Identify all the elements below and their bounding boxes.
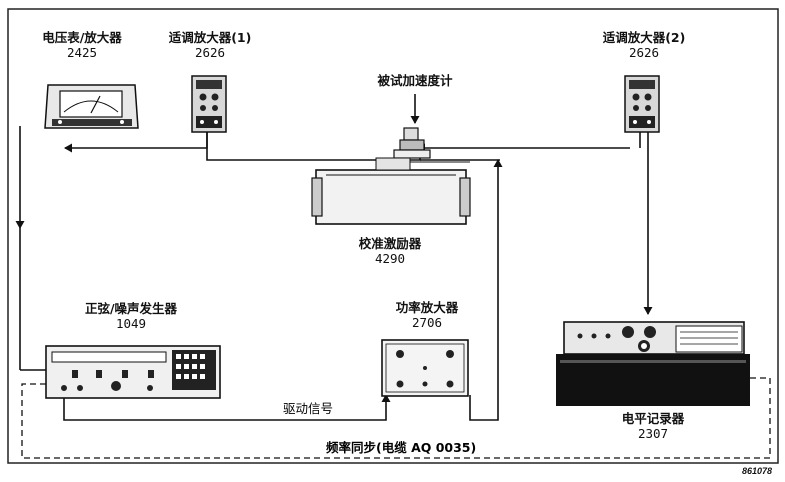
voltmeter-name: 电压表/放大器: [42, 30, 122, 45]
conditioning-amp-1-device: [191, 75, 227, 133]
accelerometer-label: 被试加速度计: [362, 73, 468, 88]
amp2-label: 适调放大器(2) 2626: [584, 30, 704, 60]
amp2-name: 适调放大器(2): [602, 30, 686, 45]
power-amp-model: 2706: [411, 315, 443, 330]
accelerometer-name: 被试加速度计: [377, 73, 453, 88]
calibration-exciter-device: [311, 127, 471, 225]
recorder-label: 电平记录器 2307: [598, 411, 708, 441]
recorder-model: 2307: [637, 426, 669, 441]
exciter-label: 校准激励器 4290: [330, 236, 450, 266]
generator-model: 1049: [115, 316, 147, 331]
power-amp-name: 功率放大器: [395, 300, 459, 315]
conditioning-amp-2-device: [624, 75, 660, 133]
exciter-name: 校准激励器: [358, 236, 422, 251]
voltmeter-label: 电压表/放大器 2425: [28, 30, 136, 60]
voltmeter-device: [44, 84, 139, 129]
sync-cable-label: 频率同步(电缆 AQ 0035): [326, 440, 476, 455]
exciter-model: 4290: [374, 251, 406, 266]
figure-code: 861078: [742, 466, 773, 476]
outer-frame: [7, 8, 779, 464]
recorder-name: 电平记录器: [621, 411, 685, 426]
signal-generator-device: [45, 345, 221, 399]
amp2-model: 2626: [628, 45, 660, 60]
amp1-label: 适调放大器(1) 2626: [150, 30, 270, 60]
voltmeter-model: 2425: [66, 45, 98, 60]
sync-cable: [21, 377, 771, 459]
power-amp-label: 功率放大器 2706: [372, 300, 482, 330]
generator-name: 正弦/噪声发生器: [84, 301, 178, 316]
generator-label: 正弦/噪声发生器 1049: [66, 301, 196, 331]
level-recorder-device: [556, 321, 750, 406]
drive-signal-label: 驱动信号: [283, 401, 333, 416]
amp1-name: 适调放大器(1): [168, 30, 252, 45]
power-amplifier-device: [381, 339, 469, 397]
signal-lines: [15, 94, 653, 421]
amp1-model: 2626: [194, 45, 226, 60]
